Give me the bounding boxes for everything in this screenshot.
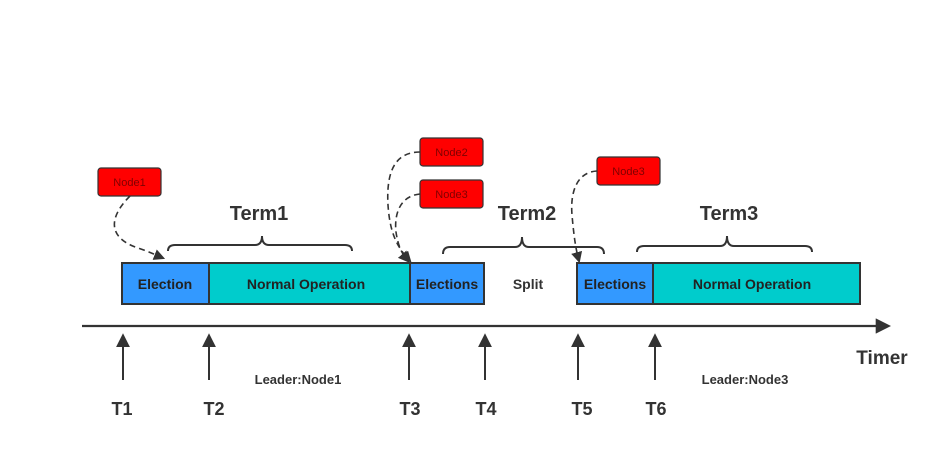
svg-text:Node3: Node3 <box>435 189 467 201</box>
term1-brace <box>167 235 353 252</box>
phase-label: Normal Operation <box>693 276 811 292</box>
svg-text:Node3: Node3 <box>612 166 644 178</box>
svg-text:T1: T1 <box>111 399 132 419</box>
phase-label: Elections <box>416 276 478 292</box>
phase-term1-election: Election <box>121 262 210 305</box>
node1-connector <box>113 195 166 260</box>
svg-text:T4: T4 <box>475 399 496 419</box>
node3-connector-term2 <box>394 193 421 263</box>
node2-connector <box>386 151 421 263</box>
phase-label: Election <box>138 276 192 292</box>
time-marker-t2: T2 <box>202 333 225 419</box>
phase-term2-elections: Elections <box>409 262 485 305</box>
node-tag-node2: Node2 <box>419 137 484 167</box>
time-marker-t6: T6 <box>645 333 667 419</box>
leader-note-term1: Leader:Node1 <box>255 372 342 387</box>
node-tag-node1: Node1 <box>97 167 162 197</box>
phase-term3-normal-operation: Normal Operation <box>652 262 861 305</box>
term3-label: Term3 <box>700 203 759 225</box>
phase-term1-normal-operation: Normal Operation <box>208 262 411 305</box>
term3-brace <box>636 235 813 253</box>
timeline-label: Timer <box>856 348 908 369</box>
node-tag-node3-term2: Node3 <box>419 179 484 209</box>
svg-text:T3: T3 <box>399 399 420 419</box>
time-marker-t5: T5 <box>571 333 593 419</box>
split-label: Split <box>513 276 544 292</box>
time-marker-t3: T3 <box>399 333 421 419</box>
term2-label: Term2 <box>498 203 557 225</box>
leader-note-term3: Leader:Node3 <box>702 372 789 387</box>
svg-text:Node1: Node1 <box>113 177 145 189</box>
node3-connector-term3 <box>570 170 598 264</box>
svg-text:T2: T2 <box>203 399 224 419</box>
phase-label: Elections <box>584 276 646 292</box>
time-marker-t1: T1 <box>111 333 133 419</box>
svg-text:T5: T5 <box>571 399 592 419</box>
term1-label: Term1 <box>230 203 289 225</box>
node-tag-node3-term3: Node3 <box>596 156 661 186</box>
time-marker-t4: T4 <box>475 333 497 419</box>
svg-text:Node2: Node2 <box>435 147 467 159</box>
term2-brace <box>442 236 605 255</box>
phase-label: Normal Operation <box>247 276 365 292</box>
svg-text:T6: T6 <box>645 399 666 419</box>
phase-term3-elections: Elections <box>576 262 654 305</box>
